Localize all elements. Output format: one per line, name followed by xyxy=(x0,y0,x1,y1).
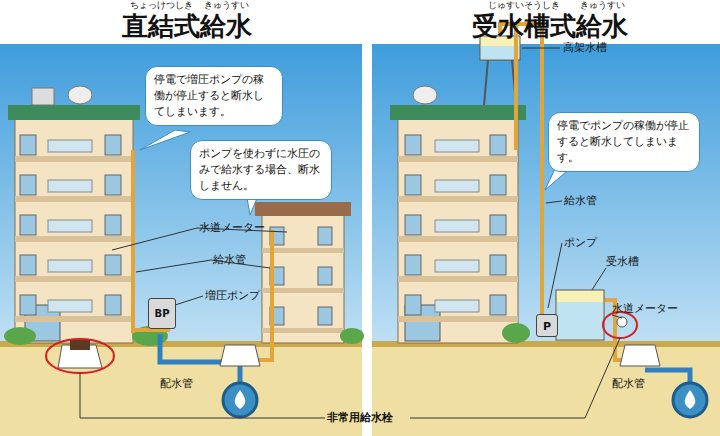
node-text: BP xyxy=(149,308,175,319)
floor-detail xyxy=(398,156,518,162)
floor-detail xyxy=(48,300,92,312)
floor-detail xyxy=(15,316,133,322)
floor-detail xyxy=(262,328,344,333)
floor-detail xyxy=(435,140,479,152)
floor-detail xyxy=(318,227,332,245)
part-label: 配水管 xyxy=(612,378,645,390)
floor-detail xyxy=(435,260,479,272)
floor-detail xyxy=(490,175,506,195)
floor-detail xyxy=(318,307,332,325)
floor-detail xyxy=(398,316,518,322)
callout-bubble: 停電でポンプの稼働が停止すると断水してしまいます。 xyxy=(548,112,700,172)
floor-detail xyxy=(105,215,121,235)
floor-detail xyxy=(262,248,344,253)
callout-bubble: 停電で増圧ポンプの稼働が停止すると断水してしまいます。 xyxy=(145,66,283,126)
node-text: P xyxy=(537,320,557,333)
floor-detail xyxy=(15,156,133,162)
furigana: ちょっけつしき xyxy=(130,1,193,11)
floor-detail xyxy=(490,135,506,155)
floor-detail xyxy=(105,175,121,195)
booster-pump: BP xyxy=(148,298,176,329)
floor-detail xyxy=(490,255,506,275)
floor-detail xyxy=(20,135,36,155)
floor-detail xyxy=(48,260,92,272)
floor-detail xyxy=(490,295,506,315)
floor-detail xyxy=(435,220,479,232)
part-label: ポンプ xyxy=(564,237,597,249)
floor-detail xyxy=(15,196,133,202)
floor-detail xyxy=(405,135,421,155)
floor-detail xyxy=(105,255,121,275)
part-label: 水道メーター xyxy=(199,222,265,234)
floor-detail xyxy=(318,267,332,285)
part-label: 水道メーター xyxy=(612,303,678,315)
node-text: 停電でポンプの稼働が停止すると断水してしまいます。 xyxy=(557,118,691,166)
floor-detail xyxy=(435,180,479,192)
floor-detail xyxy=(398,276,518,282)
furigana: きゅうすい xyxy=(580,1,625,11)
floor-detail xyxy=(20,255,36,275)
node-text: ポンプを使わずに水圧のみで給水する場合、断水しません。 xyxy=(199,146,323,194)
furigana: じゅすいそうしき xyxy=(488,1,560,11)
floor-detail xyxy=(105,295,121,315)
floor-detail xyxy=(15,276,133,282)
floor-detail xyxy=(490,215,506,235)
panel-title: 受水槽式給水 xyxy=(472,12,628,41)
floor-detail xyxy=(48,220,92,232)
floor-detail xyxy=(405,295,421,315)
floor-detail xyxy=(20,295,36,315)
part-label: 増圧ポンプ xyxy=(205,290,260,302)
panel-title: 直結式給水 xyxy=(122,12,252,41)
floor-detail xyxy=(20,215,36,235)
floor-detail xyxy=(262,288,344,293)
hydrant-label: 非常用給水栓 xyxy=(327,412,393,424)
floor-detail xyxy=(48,140,92,152)
floor-detail xyxy=(405,215,421,235)
floor-detail xyxy=(48,180,92,192)
floor-detail xyxy=(435,300,479,312)
floor-detail xyxy=(20,175,36,195)
floor-detail xyxy=(398,196,518,202)
pump-box: P xyxy=(536,314,558,337)
floor-detail xyxy=(405,255,421,275)
part-label: 配水管 xyxy=(160,378,193,390)
part-label: 高架水槽 xyxy=(563,42,607,54)
floor-detail xyxy=(405,175,421,195)
furigana: きゅうすい xyxy=(204,1,249,11)
floor-detail xyxy=(398,236,518,242)
part-label: 給水管 xyxy=(213,254,246,266)
part-label: 受水槽 xyxy=(606,256,639,268)
floor-detail xyxy=(105,135,121,155)
node-text: 停電で増圧ポンプの稼働が停止すると断水してしまいます。 xyxy=(154,72,274,120)
part-label: 給水管 xyxy=(564,195,597,207)
callout-bubble: ポンプを使わずに水圧のみで給水する場合、断水しません。 xyxy=(190,140,332,200)
floor-detail xyxy=(15,236,133,242)
